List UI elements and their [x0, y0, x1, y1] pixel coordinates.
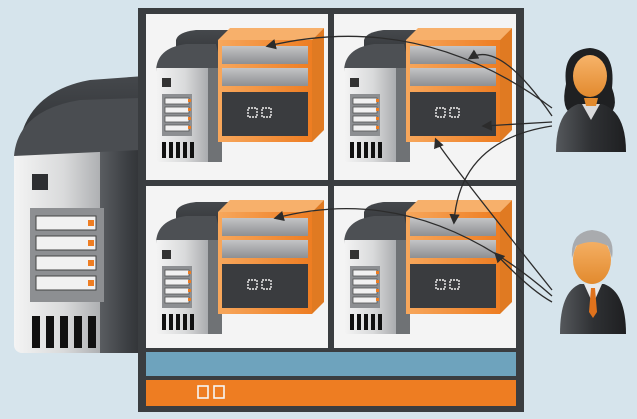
storage-chip-icon	[197, 385, 209, 399]
storage-chip-icon	[213, 385, 225, 399]
network-bar	[146, 352, 516, 376]
businesswoman-avatar-icon	[556, 48, 626, 152]
businessman-avatar-icon	[560, 230, 626, 334]
storage-bar	[146, 380, 516, 406]
vm-server-icon	[155, 27, 325, 163]
vm-server-icon	[343, 199, 513, 335]
vm-server-icon	[343, 27, 513, 163]
connection-arrows	[265, 35, 553, 303]
vm-server-icon	[155, 199, 325, 335]
host-server-icon	[14, 76, 145, 353]
